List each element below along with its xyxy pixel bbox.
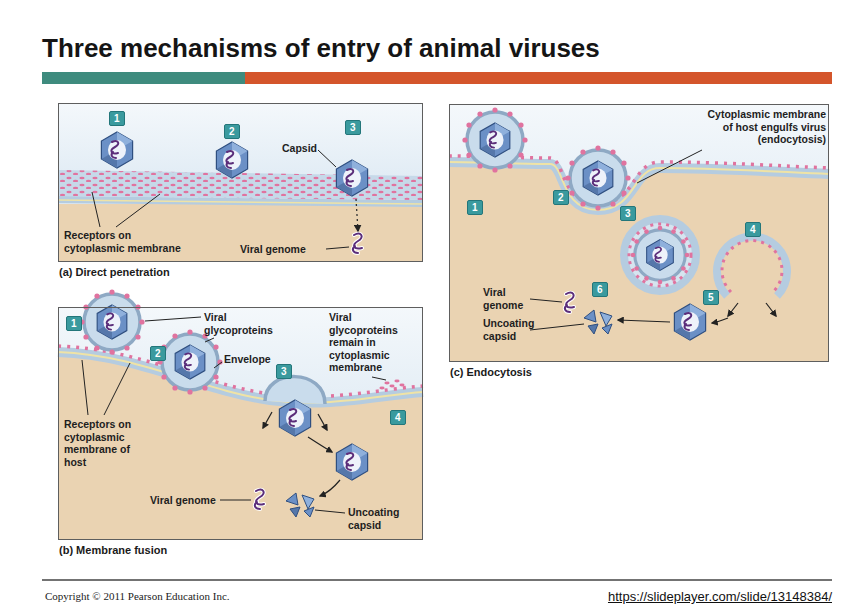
footer-rule (42, 579, 832, 581)
callout-box: 5 (703, 290, 719, 305)
callout-box: 1 (467, 200, 483, 215)
callout-number: 3 (350, 121, 356, 134)
callout-box: 2 (553, 190, 569, 205)
callout-number: 3 (625, 207, 631, 220)
part-label: Uncoating capsid (348, 506, 406, 531)
callout-number: 4 (750, 223, 756, 236)
part-label: Receptors on cytoplasmic membrane of hos… (64, 418, 133, 468)
part-label: Receptors on cytoplasmic membrane (64, 229, 186, 254)
panel-caption: (b) Membrane fusion (59, 544, 167, 557)
callout-number: 2 (229, 125, 235, 138)
callout-box: 1 (66, 316, 82, 331)
callout-box: 6 (592, 282, 608, 297)
panel-b-art (58, 289, 423, 540)
part-label: Uncoating capsid (483, 317, 541, 342)
callout-number: 1 (114, 112, 120, 125)
footer-text: https://slideplayer.com/slide/13148384/ (608, 589, 832, 604)
part-label: Viral glycoproteins (204, 311, 278, 336)
callout-number: 2 (155, 347, 161, 360)
part-label: Viral genome (150, 494, 216, 507)
part-label: Envelope (224, 353, 271, 366)
part-label: Viral genome (240, 243, 306, 256)
panel-c-art (449, 104, 829, 362)
callout-box: 1 (109, 111, 125, 126)
panel-caption: (a) Direct penetration (59, 266, 170, 279)
callout-number: 1 (71, 317, 77, 330)
callout-box: 4 (390, 410, 406, 425)
callout-box: 4 (745, 222, 761, 237)
part-label: Viral genome (483, 286, 527, 311)
panel-a-art (58, 103, 423, 262)
panel-caption: (c) Endocytosis (450, 366, 532, 379)
callout-number: 4 (395, 411, 401, 424)
part-label: Cytoplasmic membrane of host engulfs vir… (704, 108, 826, 146)
part-label: Capsid (282, 142, 317, 155)
callout-box: 3 (345, 120, 361, 135)
footer-text: Copyright © 2011 Pearson Education Inc. (45, 590, 230, 603)
callout-number: 1 (472, 201, 478, 214)
callout-box: 3 (620, 206, 636, 221)
callout-number: 2 (558, 191, 564, 204)
callout-box: 2 (224, 124, 240, 139)
callout-box: 3 (276, 364, 292, 379)
title-bar (42, 72, 832, 84)
callout-number: 6 (597, 283, 603, 296)
callout-number: 5 (708, 291, 714, 304)
part-label: Viral glycoproteins remain in cytoplasmi… (329, 311, 400, 374)
title-text: Three mechanisms of entry of animal viru… (42, 33, 600, 63)
callout-box: 2 (150, 346, 166, 361)
callout-number: 3 (281, 365, 287, 378)
